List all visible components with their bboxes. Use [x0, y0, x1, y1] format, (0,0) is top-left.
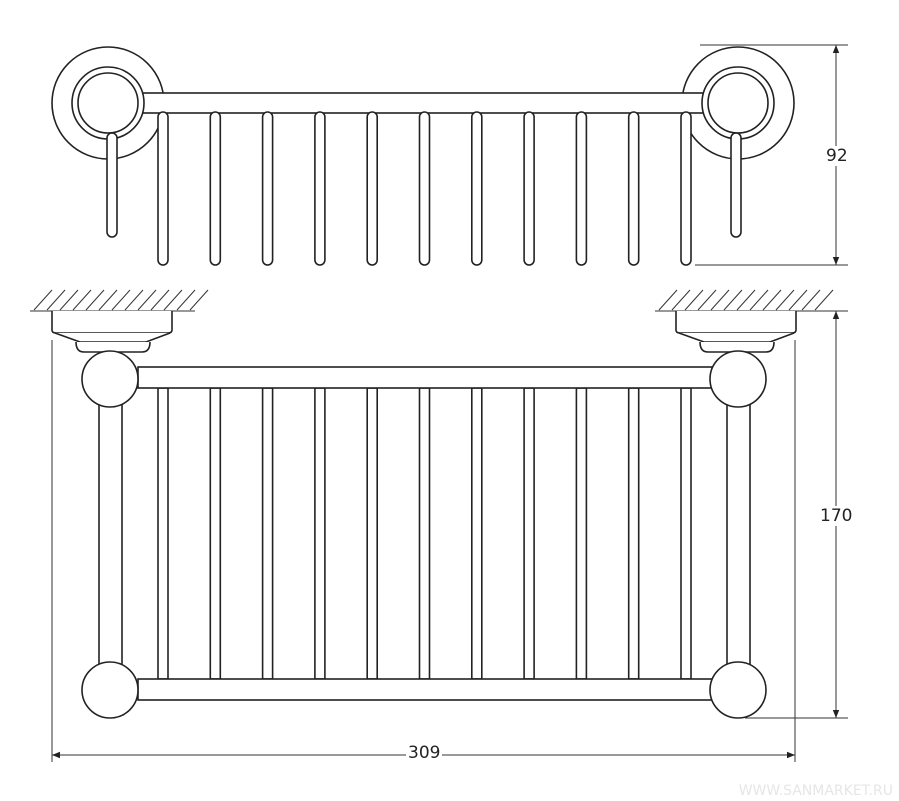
top-bar: [523, 111, 535, 266]
front-bar: [680, 387, 692, 680]
top-bar: [680, 111, 692, 266]
top-bar: [314, 111, 326, 266]
top-rail: [139, 92, 713, 114]
front-bar: [523, 387, 535, 680]
top-bar: [366, 111, 379, 266]
left-bottom-ball: [81, 661, 139, 719]
top-view: [51, 46, 795, 266]
front-bar: [627, 387, 640, 680]
left-top-ball: [81, 350, 139, 408]
front-bottom-rail: [137, 678, 713, 701]
left-post: [98, 399, 123, 671]
front-bar: [157, 387, 169, 680]
top-bar: [261, 111, 274, 266]
right-post: [726, 399, 751, 671]
front-top-rail: [137, 366, 713, 389]
front-bar: [261, 387, 274, 680]
front-bar: [314, 387, 326, 680]
right-hook: [730, 132, 742, 238]
dimension-height: 170: [820, 506, 853, 526]
dimension-width: 309: [406, 743, 443, 763]
top-bar: [209, 111, 222, 266]
dimension-depth: 92: [826, 146, 848, 166]
top-bar: [157, 111, 169, 266]
front-bar: [209, 387, 222, 680]
front-bar: [470, 387, 483, 680]
right-top-ball: [709, 350, 767, 408]
front-bar: [575, 387, 588, 680]
front-bar: [418, 387, 431, 680]
front-view: [30, 289, 834, 719]
right-bottom-ball: [709, 661, 767, 719]
top-bar: [575, 111, 588, 266]
top-bar: [418, 111, 431, 266]
top-bar: [627, 111, 640, 266]
front-bar: [366, 387, 379, 680]
left-hook: [106, 132, 118, 238]
top-bar: [470, 111, 483, 266]
watermark: WWW.SANMARKET.RU: [738, 783, 893, 799]
